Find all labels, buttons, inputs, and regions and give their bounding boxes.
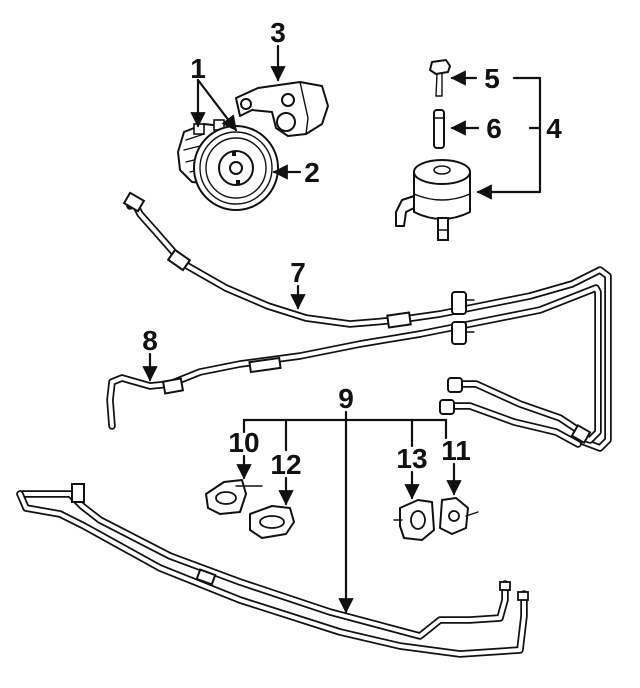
callout-5: 5 [484,63,500,94]
callout-labels: 1 2 3 4 5 6 7 8 9 10 12 13 11 [142,17,562,480]
tube-bracket-13 [393,499,435,541]
cooler-lines [439,377,592,448]
callout-6: 6 [486,113,502,144]
tube-clamp-12 [249,505,295,539]
reservoir-dipstick [433,109,445,149]
reservoir-cap [429,59,451,97]
callout-2: 2 [304,157,320,188]
pressure-hose [122,191,612,452]
callout-11: 11 [441,435,471,466]
cooler-tube [16,483,529,658]
callout-12: 12 [270,449,301,480]
hose-clamp [451,291,475,345]
callout-4: 4 [546,113,562,144]
pump-pulley [193,125,279,211]
tube-clamp-10 [205,479,263,515]
callout-10: 10 [228,427,259,458]
return-hose [106,284,602,444]
callout-1: 1 [190,53,206,84]
callout-9: 9 [338,383,354,414]
callout-7: 7 [290,257,306,288]
fluid-reservoir [395,159,471,241]
leader-lines [142,44,542,614]
pump-bracket [235,81,329,137]
callout-13: 13 [396,443,427,474]
callout-3: 3 [270,17,286,48]
tube-clip-11 [439,497,479,535]
callout-8: 8 [142,325,158,356]
